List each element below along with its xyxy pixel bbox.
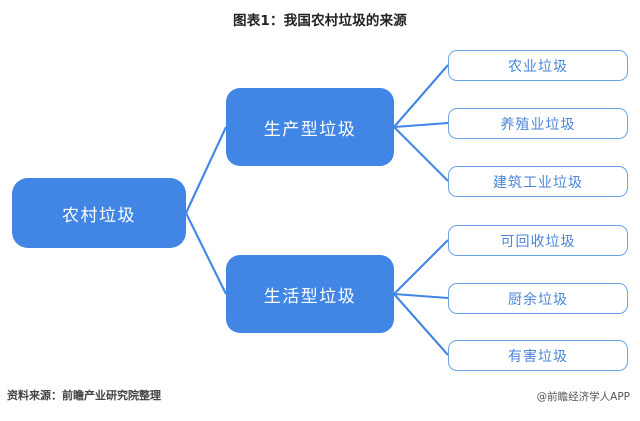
- node-root-rural-waste[interactable]: 农村垃圾: [12, 178, 186, 248]
- connector-branch-0-leaf-1: [393, 121, 449, 129]
- connector-root-to-branch-1: [185, 212, 227, 295]
- connector-branch-1-leaf-2: [393, 293, 449, 356]
- node-branch-production-waste[interactable]: 生产型垃圾: [226, 88, 394, 166]
- node-branch-living-waste[interactable]: 生活型垃圾: [226, 255, 394, 333]
- connector-branch-1-leaf-0: [393, 239, 449, 295]
- node-leaf-recyclable-waste[interactable]: 可回收垃圾: [448, 225, 628, 256]
- node-leaf-agricultural-waste[interactable]: 农业垃圾: [448, 50, 628, 81]
- connector-branch-1-leaf-1: [393, 292, 449, 300]
- node-leaf-breeding-industry-waste[interactable]: 养殖业垃圾: [448, 108, 628, 139]
- connector-branch-0-leaf-0: [393, 64, 449, 128]
- connector-branch-0-leaf-2: [393, 126, 449, 182]
- node-leaf-kitchen-waste[interactable]: 厨余垃圾: [448, 283, 628, 314]
- watermark: @前瞻经济学人APP: [536, 391, 630, 403]
- source-note: 资料来源：前瞻产业研究院整理: [7, 389, 161, 402]
- connector-root-to-branch-0: [185, 126, 227, 214]
- node-leaf-construction-industry-waste[interactable]: 建筑工业垃圾: [448, 166, 628, 197]
- node-leaf-hazardous-waste[interactable]: 有害垃圾: [448, 340, 628, 371]
- page-title: 图表1：我国农村垃圾的来源: [233, 13, 407, 29]
